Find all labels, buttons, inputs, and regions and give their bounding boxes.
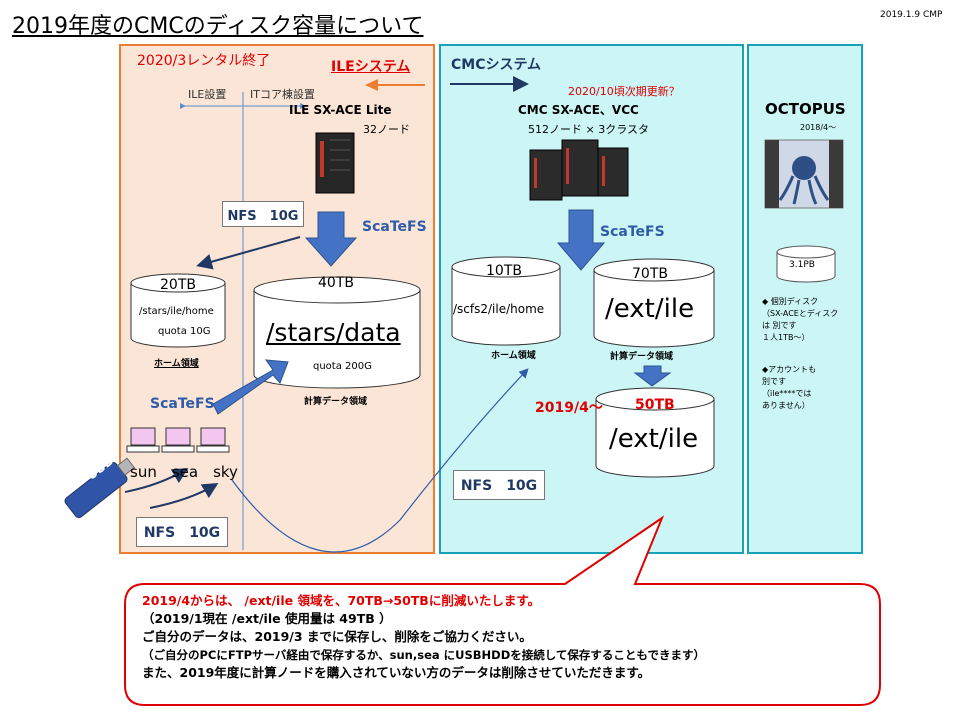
ile-nfs-bottom-box: NFS 10G (136, 517, 228, 547)
octopus-title: OCTOPUS (765, 100, 846, 118)
cmc-node-count: 512ノード × 3クラスタ (528, 123, 649, 136)
pc-names: sun sea sky (130, 463, 238, 481)
ile-nfs-box: NFS 10G (222, 201, 304, 227)
octopus-note-1-line: １人1TB～） (762, 333, 810, 342)
ile-nfs-arrow (196, 236, 301, 270)
usb-nfs-arrow-1 (124, 467, 189, 493)
ile-data-path: /stars/data (266, 318, 401, 347)
cmc-new-date: 2019/4～ (535, 400, 603, 416)
ile-machine-name: ILE SX-ACE Lite (289, 103, 392, 117)
cmc-server-icon (529, 139, 629, 201)
callout-line-1: 2019/4からは、 /ext/ile 領域を、70TB→50TBに削減いたしま… (142, 593, 541, 608)
octopus-note-2-line: ありません） (762, 401, 810, 410)
document-date: 2019.1.9 CMP (880, 10, 943, 20)
octopus-note-1-line: ◆ 個別ディスク (762, 297, 819, 306)
pc-icons (126, 427, 230, 453)
ext-reduce-arrow (633, 365, 672, 387)
cmc-system-label: CMCシステム (451, 57, 542, 73)
ile-scatefs-down-arrow (304, 211, 358, 267)
callout-line-2: （2019/1現在 /ext/ile 使用量は 49TB ） (142, 611, 392, 626)
ile-data-size: 40TB (318, 275, 354, 291)
cmc-new-path: /ext/ile (609, 424, 699, 454)
octopus-since: 2018/4～ (800, 123, 837, 132)
octopus-note-2: ◆アカウントも 別です （ile****では ありません） (762, 364, 816, 412)
ile-data-label: 計算データ領域 (304, 397, 368, 407)
sky-to-cmc-arrow (231, 368, 529, 553)
cmc-ext70-path: /ext/ile (605, 294, 695, 324)
ile-home-label: ホーム領域 (154, 359, 199, 369)
cmc-scatefs-label: ScaTeFS (600, 224, 665, 240)
octopus-disk-size: 3.1PB (789, 260, 815, 270)
octopus-note-2-line: ◆アカウントも (762, 365, 817, 374)
cmc-new-size: 50TB (635, 397, 675, 413)
callout-line-4: （ご自分のPCにFTPサーバ経由で保存するか、sun,sea にUSBHDDを接… (142, 648, 705, 662)
octopus-note-1-line: （SX-ACEとディスク (762, 309, 839, 318)
cmc-scatefs-down-arrow (556, 209, 606, 271)
cmc-home-cylinder (451, 256, 561, 346)
ile-home-cylinder (130, 273, 226, 348)
cmc-home-size: 10TB (486, 263, 522, 279)
cmc-ext70-size: 70TB (632, 266, 668, 282)
pc-scatefs-label: ScaTeFS (150, 396, 215, 412)
octopus-note-1-line: は 別です (762, 321, 797, 330)
page-title: 2019年度のCMCのディスク容量について (12, 14, 424, 39)
callout-text: 2019/4からは、 /ext/ile 領域を、70TB→50TBに削減いたしま… (142, 592, 705, 682)
cmc-home-label: ホーム領域 (491, 351, 536, 361)
octopus-panel (747, 44, 863, 554)
octopus-note-1: ◆ 個別ディスク （SX-ACEとディスク は 別です １人1TB～） (762, 296, 838, 344)
cmc-update-note: 2020/10頃次期更新？ (568, 85, 680, 98)
ile-home-path: /stars/ile/home (139, 306, 214, 317)
octopus-note-2-line: （ile****では (762, 389, 812, 398)
usb-nfs-arrow-2 (149, 482, 219, 509)
cmc-ext50-cylinder (595, 387, 715, 478)
ile-home-size: 20TB (160, 277, 196, 293)
cmc-machine-name: CMC SX-ACE、VCC (518, 103, 639, 117)
cmc-nfs-box: NFS 10G (453, 470, 545, 500)
ile-server-icon (315, 132, 355, 194)
callout-balloon (124, 515, 881, 706)
ile-node-count: 32ノード (363, 123, 410, 136)
ile-setup-label: ILE設置 (188, 88, 227, 101)
callout-line-5: また、2019年度に計算ノードを購入されていない方のデータは削除させていただきま… (142, 665, 651, 680)
ile-rental-end: 2020/3レンタル終了 (137, 53, 271, 69)
it-setup-label: ITコア棟設置 (250, 88, 315, 101)
cmc-home-path: /scfs2/ile/home (453, 302, 545, 316)
octopus-photo (764, 139, 844, 209)
pc-scatefs-arrow (212, 359, 289, 415)
octopus-disk-cylinder (776, 245, 836, 283)
ile-scatefs-label: ScaTeFS (362, 219, 427, 235)
ile-system-label: ILEシステム (331, 59, 411, 75)
ile-home-quota: quota 10G (158, 326, 211, 337)
cmc-ext70-label: 計算データ領域 (610, 352, 674, 362)
ile-data-cylinder (253, 276, 421, 389)
ile-system-arrow (365, 79, 425, 91)
cmc-ext70-cylinder (593, 258, 715, 348)
ile-data-quota: quota 200G (313, 361, 372, 372)
octopus-note-2-line: 別です (762, 377, 786, 386)
callout-line-3: ご自分のデータは、2019/3 までに保存し、削除をご協力ください。 (142, 629, 532, 644)
usb-stick-icon (64, 457, 136, 519)
